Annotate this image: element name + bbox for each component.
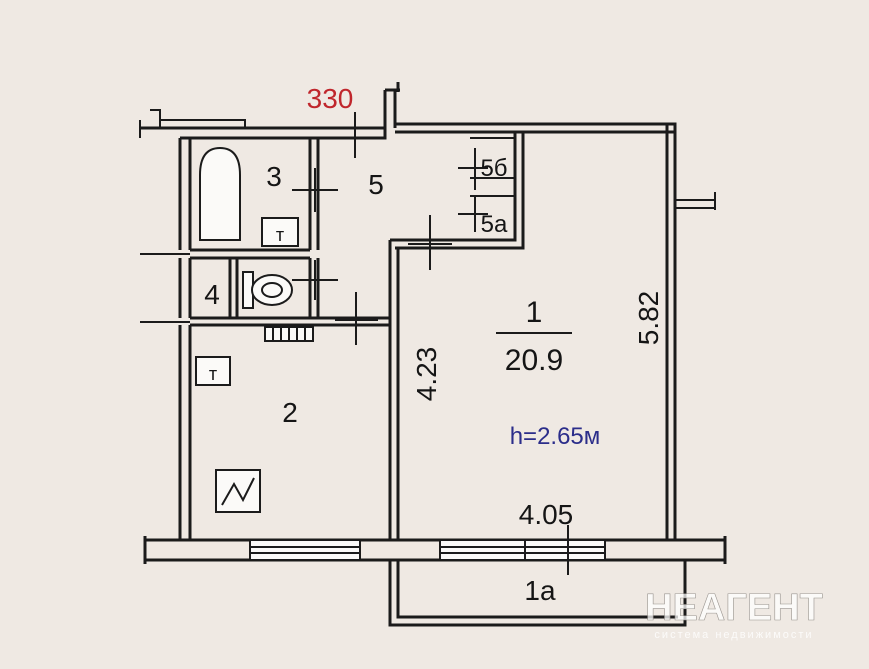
wall-right bbox=[665, 124, 677, 540]
window-room-lines bbox=[440, 540, 605, 560]
wall-room1-left bbox=[388, 240, 400, 540]
fixtures: т т bbox=[195, 146, 314, 513]
room-5a-label: 5а bbox=[481, 211, 508, 238]
dimension-width-bottom: 4.05 bbox=[519, 499, 574, 530]
wall-left-upper bbox=[178, 138, 192, 250]
bathtub bbox=[199, 146, 241, 241]
room-4-label: 4 bbox=[204, 279, 220, 310]
ticks bbox=[292, 112, 569, 575]
room-2-label: 2 bbox=[282, 397, 298, 428]
wall-top-left bbox=[140, 126, 387, 140]
loggia-outline bbox=[388, 560, 687, 627]
watermark-brand: НЕАГЕНТ bbox=[645, 587, 823, 629]
bath-sink-icon bbox=[261, 217, 299, 247]
window-room bbox=[439, 539, 606, 561]
toilet-icon bbox=[251, 274, 293, 306]
window-kitchen-lines bbox=[250, 546, 360, 554]
dimension-height-left: 4.23 bbox=[411, 347, 442, 402]
wall-bath-wc bbox=[190, 248, 310, 260]
wall-bath-right bbox=[308, 138, 320, 250]
wall-left-lower bbox=[178, 325, 192, 540]
sink-symbol: т bbox=[276, 225, 284, 245]
radiator-icon bbox=[264, 326, 314, 342]
toilet-bowl bbox=[261, 282, 283, 298]
riser-top bbox=[383, 82, 400, 128]
wall-left-mid bbox=[178, 258, 192, 318]
top-dimension-label: 330 bbox=[307, 83, 354, 114]
closet-5a bbox=[470, 195, 516, 241]
vent-stub bbox=[139, 109, 246, 138]
wall-right-stub bbox=[675, 192, 716, 210]
window-kitchen bbox=[249, 539, 361, 561]
wall-top-right bbox=[395, 122, 677, 134]
ceiling-height-label: h=2.65м bbox=[510, 423, 601, 450]
wall-wc-right bbox=[228, 258, 320, 318]
kitchen-sink-symbol: т bbox=[209, 364, 217, 384]
wall-bottom bbox=[143, 536, 727, 564]
loggia-label: 1а bbox=[524, 575, 556, 606]
room-5-label: 5 bbox=[368, 169, 384, 200]
walls bbox=[139, 82, 727, 627]
kitchen-sink-icon bbox=[195, 356, 231, 386]
closet-5b bbox=[470, 137, 516, 179]
wall-stubs-left bbox=[140, 253, 190, 323]
room-1-number: 1 bbox=[526, 296, 543, 329]
room-1-area: 20.9 bbox=[505, 344, 563, 377]
stove-zigzag bbox=[221, 477, 255, 506]
room-5b-label: 5б bbox=[480, 155, 507, 182]
dimension-height-right: 5.82 bbox=[633, 291, 664, 346]
room-3-label: 3 bbox=[266, 161, 282, 192]
watermark-tagline: система недвижимости bbox=[654, 629, 813, 641]
